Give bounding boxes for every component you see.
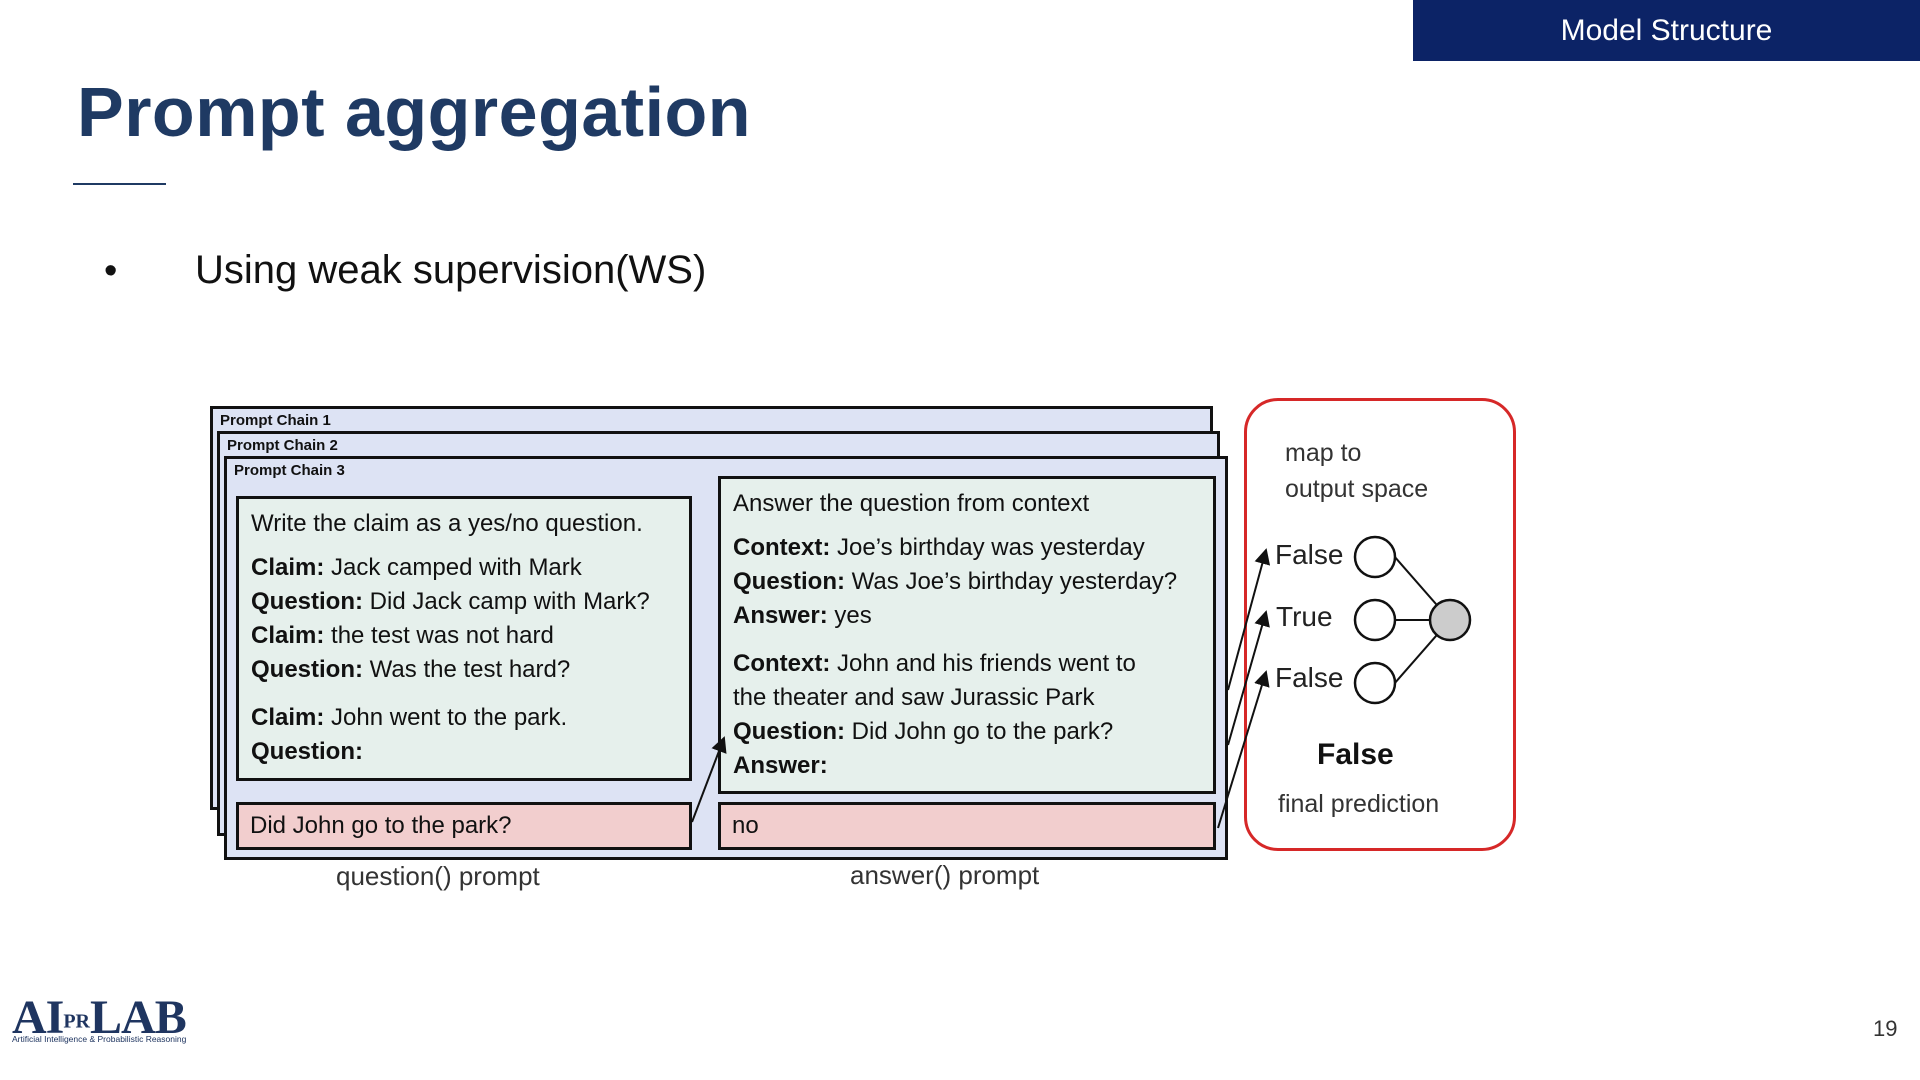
answer-prompt-line: Question: Was Joe’s birthday yesterday? bbox=[733, 568, 1178, 595]
answer-prompt-line: Answer: bbox=[733, 752, 828, 779]
answer-prompt-line: Answer: yes bbox=[733, 602, 872, 629]
node-label-false-bottom: False bbox=[1275, 662, 1344, 693]
prompt-chain-3-label: Prompt Chain 3 bbox=[234, 462, 345, 479]
question-prompt-header: Write the claim as a yes/no question. bbox=[251, 510, 643, 537]
final-prediction-value: False bbox=[1317, 738, 1394, 771]
question-prompt-box: Write the claim as a yes/no question. Cl… bbox=[236, 496, 692, 781]
question-prompt-line: Claim: the test was not hard bbox=[251, 622, 554, 649]
logo-subtitle: Artificial Intelligence & Probabilistic … bbox=[12, 1034, 187, 1044]
question-prompt-line: Claim: John went to the park. bbox=[251, 704, 568, 731]
question-prompt-line: Question: Was the test hard? bbox=[251, 656, 571, 683]
map-label-line-1: map to bbox=[1285, 439, 1362, 467]
section-tag-label: Model Structure bbox=[1560, 13, 1773, 47]
answer-output-box: no bbox=[718, 802, 1216, 850]
prompt-chain-2-label: Prompt Chain 2 bbox=[227, 437, 338, 454]
section-tag: Model Structure bbox=[1413, 0, 1920, 61]
aiprlab-logo: AIPRLAB Artificial Intelligence & Probab… bbox=[12, 990, 202, 1050]
bullet-text: Using weak supervision(WS) bbox=[195, 248, 707, 292]
question-prompt-line: Question: bbox=[251, 738, 363, 765]
node-label-true: True bbox=[1276, 601, 1333, 632]
answer-prompt-line: Context: John and his friends went to bbox=[733, 650, 1136, 677]
slide-title: Prompt aggregation bbox=[77, 73, 752, 151]
prompt-chain-1-label: Prompt Chain 1 bbox=[220, 412, 331, 429]
answer-prompt-line: Question: Did John go to the park? bbox=[733, 718, 1114, 745]
question-output-box: Did John go to the park? bbox=[236, 802, 692, 850]
final-prediction-caption: final prediction bbox=[1278, 790, 1440, 818]
map-label-line-2: output space bbox=[1285, 475, 1429, 503]
question-prompt-line: Claim: Jack camped with Mark bbox=[251, 554, 582, 581]
answer-prompt-box: Answer the question from context Context… bbox=[718, 476, 1216, 794]
node-label-false-top: False bbox=[1275, 539, 1344, 570]
bullet-marker: • bbox=[104, 250, 118, 292]
answer-prompt-line: Context: Joe’s birthday was yesterday bbox=[733, 534, 1145, 561]
answer-prompt-header: Answer the question from context bbox=[733, 490, 1090, 517]
title-underline bbox=[73, 183, 166, 185]
answer-prompt-caption: answer() prompt bbox=[850, 860, 1040, 890]
page-number: 19 bbox=[1873, 1016, 1898, 1041]
answer-prompt-line: the theater and saw Jurassic Park bbox=[733, 684, 1095, 711]
question-prompt-line: Question: Did Jack camp with Mark? bbox=[251, 588, 650, 615]
question-prompt-caption: question() prompt bbox=[336, 861, 540, 891]
logo-main-text: AIPRLAB bbox=[12, 991, 187, 1044]
